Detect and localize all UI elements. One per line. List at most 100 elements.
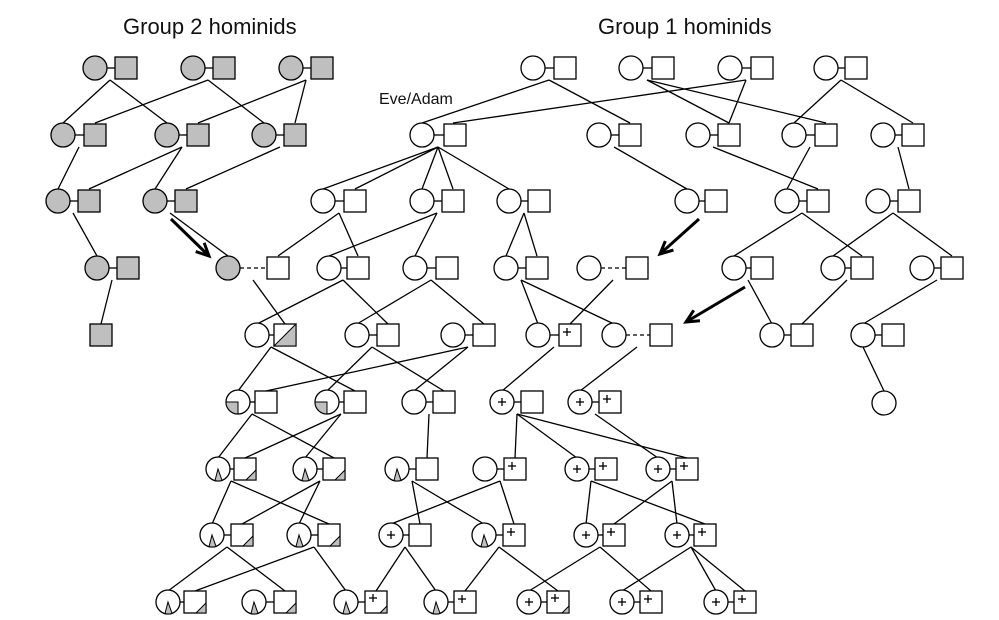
descent-line — [599, 546, 652, 592]
male-square — [844, 56, 868, 80]
male-symbol — [116, 256, 140, 280]
female-symbol — [278, 55, 304, 81]
male-symbol — [558, 323, 582, 347]
male-square — [897, 189, 921, 213]
male-symbol — [254, 390, 278, 414]
male-square — [435, 256, 459, 280]
male-symbol — [901, 123, 925, 147]
descent-line — [671, 480, 678, 525]
female-symbol — [870, 122, 896, 148]
male-symbol — [376, 323, 400, 347]
descent-line — [892, 212, 953, 257]
female-symbol — [401, 389, 427, 415]
descent-line — [690, 546, 717, 592]
male-square — [651, 56, 675, 80]
descent-line — [801, 279, 848, 325]
male-square — [806, 189, 830, 213]
descent-line — [185, 146, 281, 190]
male-symbol — [343, 390, 367, 414]
descent-line — [371, 346, 445, 392]
descent-line — [413, 346, 469, 392]
male-symbol — [212, 56, 236, 80]
male-square — [639, 590, 663, 614]
descent-line — [523, 212, 538, 257]
descent-line — [244, 413, 342, 459]
male-symbol — [546, 590, 570, 614]
male-symbol — [881, 323, 905, 347]
descent-line — [733, 212, 803, 257]
female-circle — [496, 188, 522, 214]
corner-fill — [378, 604, 388, 614]
male-square — [525, 256, 549, 280]
male-symbol — [553, 56, 577, 80]
female-symbol — [781, 122, 807, 148]
descent-line — [237, 346, 272, 392]
descent-line — [326, 346, 373, 392]
corner-fill — [194, 601, 207, 614]
descent-line — [270, 346, 356, 392]
female-circle — [820, 255, 846, 281]
wedge-fill — [393, 467, 402, 482]
male-symbol — [625, 256, 649, 280]
male-square — [527, 189, 551, 213]
descent-line — [516, 413, 688, 459]
female-symbol — [525, 322, 551, 348]
male-symbol — [273, 590, 297, 614]
descent-line — [169, 212, 229, 257]
male-symbol — [503, 457, 527, 481]
migration-arrow — [169, 217, 211, 258]
female-circle — [759, 322, 785, 348]
female-circle — [781, 122, 807, 148]
female-circle — [870, 122, 896, 148]
descent-line — [211, 480, 232, 525]
arrow-head — [195, 242, 212, 259]
male-square — [693, 523, 717, 547]
female-circle — [813, 55, 839, 81]
female-symbol — [601, 322, 627, 348]
male-symbol — [183, 590, 207, 614]
descent-line — [437, 146, 454, 190]
descent-line — [621, 546, 692, 592]
female-symbol — [84, 255, 110, 281]
male-symbol — [346, 256, 370, 280]
female-symbol — [850, 322, 876, 348]
female-symbol — [409, 188, 435, 214]
male-symbol — [186, 123, 210, 147]
male-symbol — [675, 457, 699, 481]
corner-fill — [241, 534, 254, 547]
descent-line — [594, 413, 659, 459]
male-square — [940, 256, 964, 280]
descent-line — [265, 346, 469, 392]
female-circle — [871, 390, 897, 416]
female-circle — [180, 55, 206, 81]
female-circle — [402, 255, 428, 281]
male-symbol — [717, 123, 741, 147]
descent-line — [585, 480, 592, 525]
male-square — [77, 189, 101, 213]
female-circle — [142, 188, 168, 214]
descent-line — [520, 279, 615, 325]
male-square — [415, 457, 439, 481]
male-symbol — [844, 56, 868, 80]
wedge-fill — [250, 600, 259, 615]
quarter-fill — [225, 401, 239, 415]
female-circle — [278, 55, 304, 81]
male-square — [310, 56, 334, 80]
male-square — [553, 56, 577, 80]
descent-line — [62, 79, 111, 124]
female-circle — [618, 55, 644, 81]
female-symbol — [314, 389, 340, 415]
female-symbol — [820, 255, 846, 281]
female-circle — [244, 322, 270, 348]
descent-line — [217, 413, 253, 459]
descent-line — [94, 79, 209, 124]
male-symbol — [364, 590, 388, 614]
male-square — [790, 323, 814, 347]
female-symbol — [516, 589, 542, 615]
female-symbol — [50, 122, 76, 148]
descent-line — [194, 546, 315, 592]
male-symbol — [704, 189, 728, 213]
male-square — [408, 523, 432, 547]
descent-line — [411, 480, 421, 525]
descent-line — [516, 413, 578, 459]
